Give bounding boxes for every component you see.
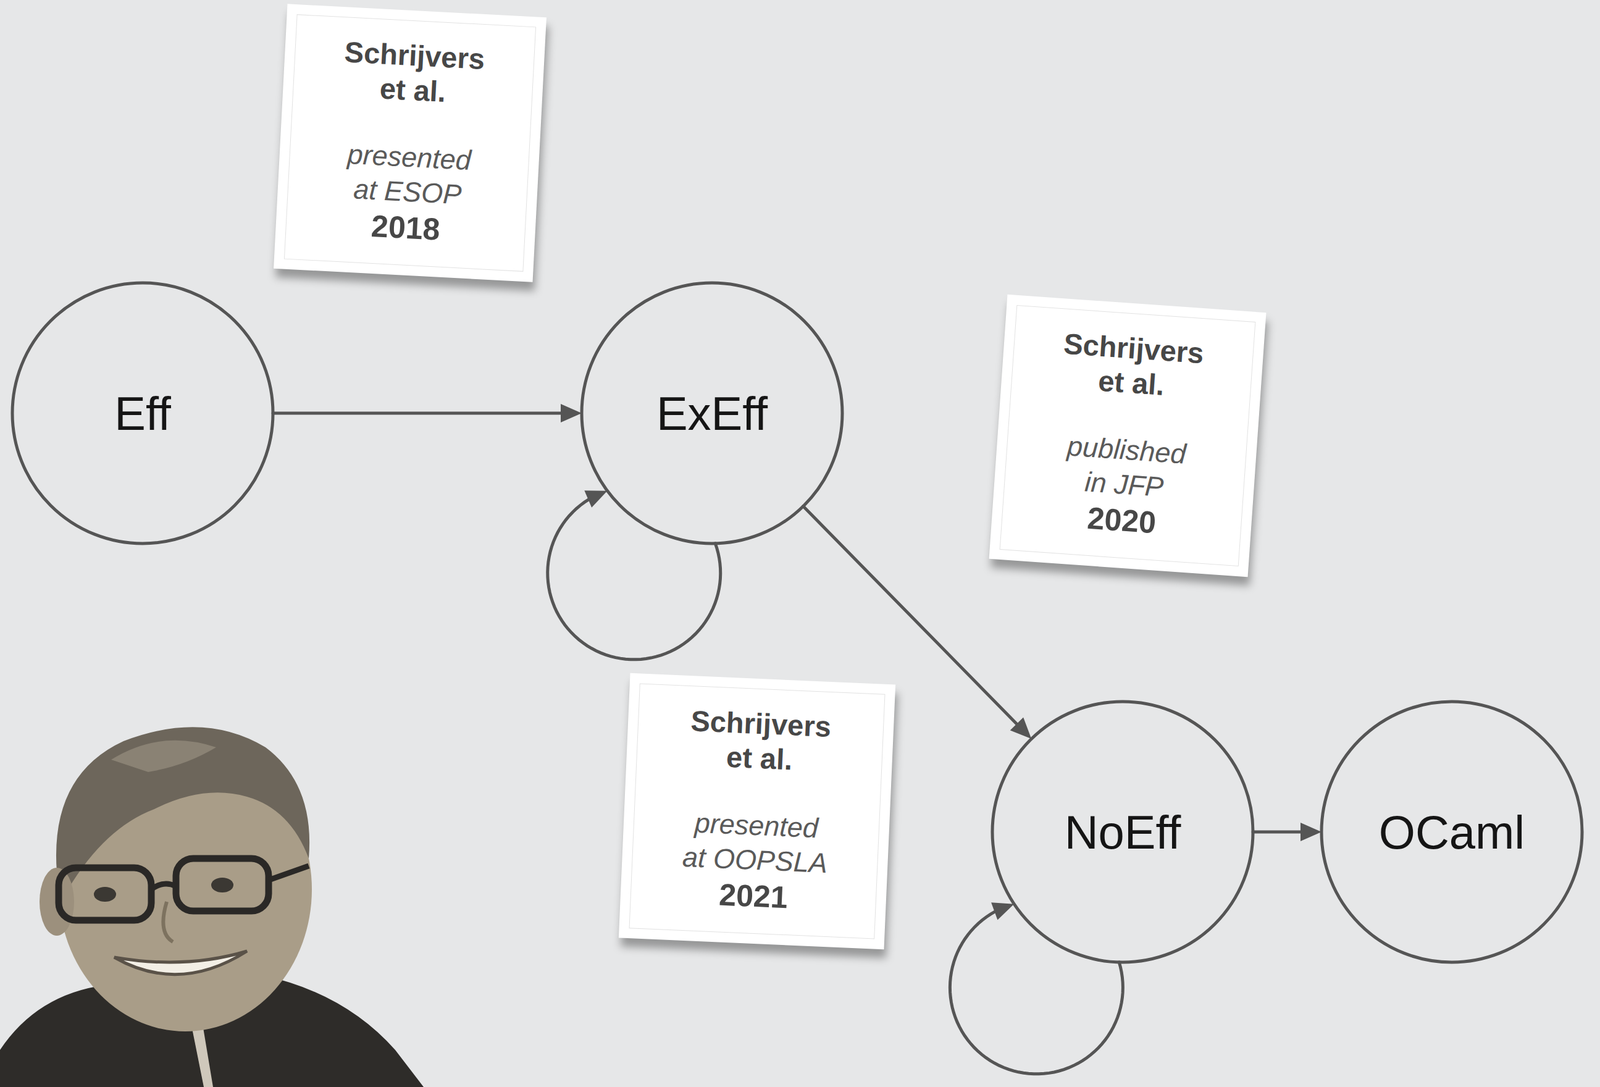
author-line: Schrijvers et al. bbox=[684, 703, 837, 780]
flow-arrow bbox=[272, 403, 582, 423]
arrow-head bbox=[991, 902, 1014, 920]
card-frame: Schrijvers et al. presented at ESOP2018 bbox=[284, 14, 537, 272]
year-line: 2018 bbox=[329, 205, 482, 251]
language-circle: ExEff bbox=[579, 280, 845, 546]
connector-line bbox=[949, 908, 1123, 1074]
arrow-head bbox=[560, 403, 582, 423]
connector-line bbox=[272, 411, 566, 415]
venue-line: presented at OOPSLA bbox=[679, 805, 832, 882]
circle-outline bbox=[992, 701, 1253, 963]
language-label: NoEff bbox=[1064, 805, 1182, 859]
language-circle: OCaml bbox=[1319, 699, 1585, 965]
author-line: Schrijvers et al. bbox=[337, 34, 491, 112]
flow-arrow bbox=[1252, 822, 1322, 842]
arrow-head bbox=[1010, 717, 1032, 740]
card-frame: Schrijvers et al. published in JFP2020 bbox=[999, 305, 1257, 567]
language-circle: NoEff bbox=[989, 699, 1256, 965]
venue-line: presented at ESOP bbox=[332, 135, 486, 214]
portrait-photo bbox=[0, 703, 424, 1087]
citation-card: Schrijvers et al. presented at ESOP2018 bbox=[273, 3, 547, 283]
connector-line bbox=[1252, 830, 1305, 834]
circle-outline bbox=[12, 282, 273, 544]
author-line: Schrijvers et al. bbox=[1058, 326, 1207, 406]
language-label: ExEff bbox=[656, 386, 768, 441]
arrow-head bbox=[1300, 822, 1322, 842]
year-line: 2020 bbox=[1049, 497, 1195, 545]
language-label: OCaml bbox=[1378, 805, 1525, 859]
connector-line bbox=[547, 496, 721, 659]
language-label: Eff bbox=[114, 386, 172, 441]
year-line: 2021 bbox=[678, 874, 829, 918]
card-frame: Schrijvers et al. presented at OOPSLA2021 bbox=[629, 683, 886, 940]
circle-outline bbox=[581, 282, 843, 544]
citation-card: Schrijvers et al. published in JFP2020 bbox=[989, 294, 1267, 578]
circle-outline bbox=[1321, 701, 1583, 963]
venue-line: published in JFP bbox=[1051, 427, 1200, 507]
citation-card: Schrijvers et al. presented at OOPSLA2021 bbox=[618, 673, 896, 950]
language-circle: Eff bbox=[9, 280, 276, 546]
arrow-head bbox=[584, 490, 608, 508]
